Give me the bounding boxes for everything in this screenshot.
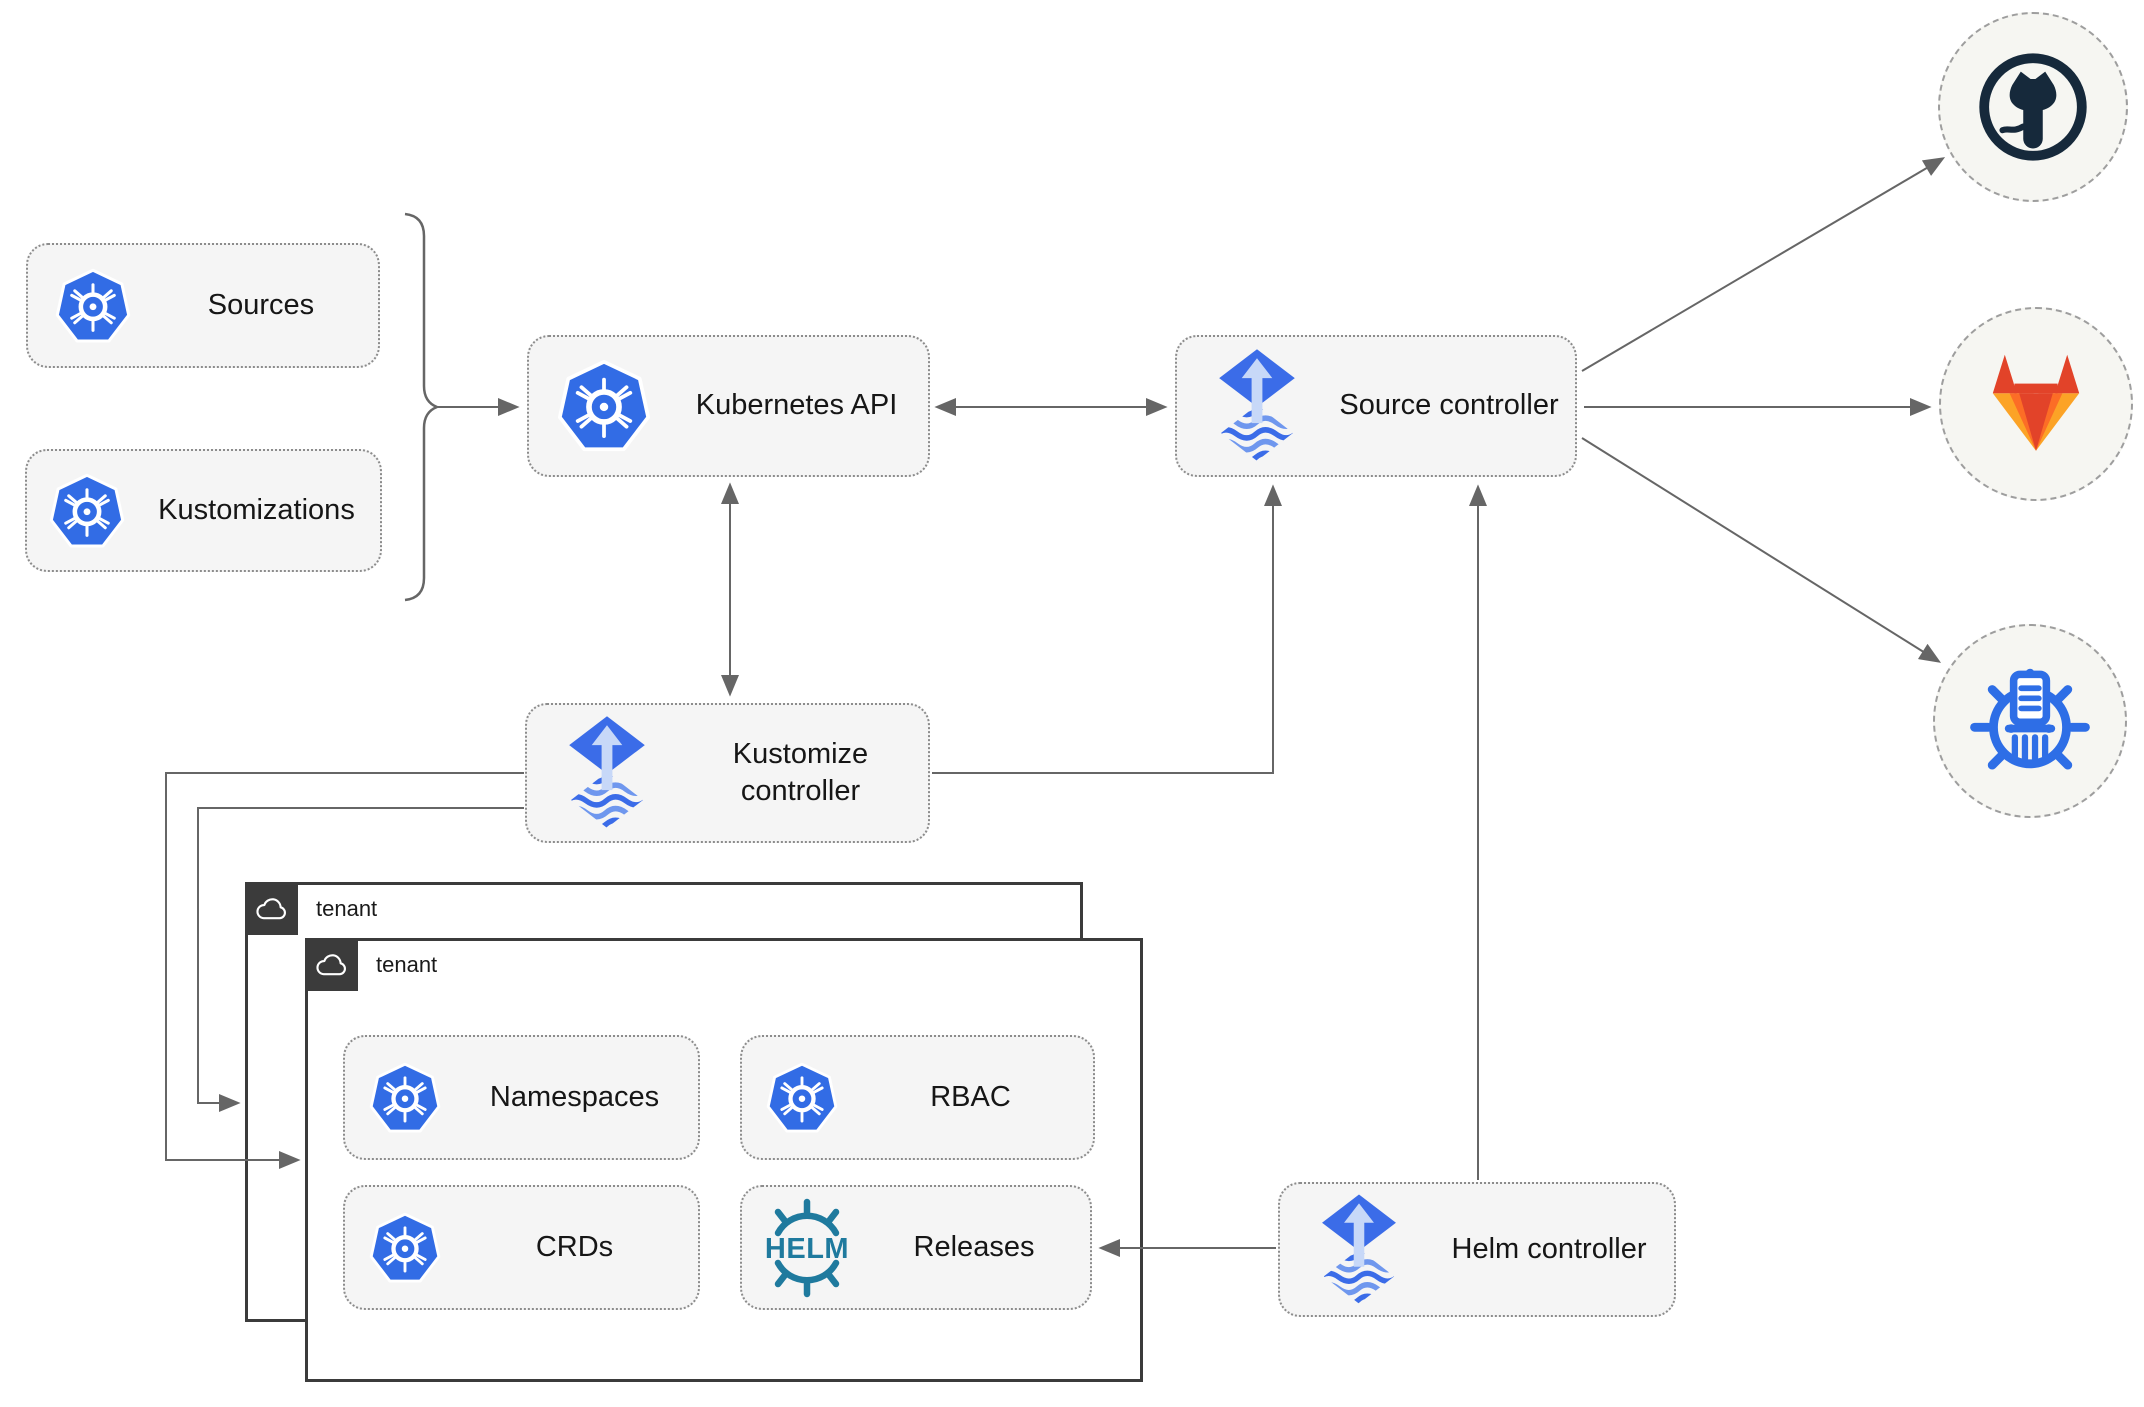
gitlab-circle	[1939, 307, 2133, 501]
github-circle	[1938, 12, 2128, 202]
brace-sources-group	[404, 212, 441, 602]
node-namespaces: Namespaces	[343, 1035, 700, 1160]
node-label: Source controller	[1339, 389, 1559, 422]
node-helm-controller: Helm controller	[1278, 1182, 1676, 1317]
node-kustomize-controller: Kustomize controller	[525, 703, 930, 843]
kubernetes-icon	[345, 1062, 465, 1134]
node-label: Releases	[913, 1230, 1035, 1263]
cloud-badge	[245, 882, 298, 935]
node-label: Kustomize controller	[732, 737, 869, 807]
node-label: Helm controller	[1451, 1232, 1647, 1265]
node-label: Sources	[207, 288, 315, 321]
flux-icon	[1177, 347, 1337, 465]
cloud-icon	[255, 897, 286, 919]
flux-icon	[1280, 1193, 1438, 1307]
node-rbac: RBAC	[740, 1035, 1095, 1160]
chart-repository-icon	[1970, 668, 2090, 770]
tenant-label: tenant	[316, 895, 378, 921]
kubernetes-icon	[742, 1062, 862, 1134]
helm-icon: HELM	[742, 1198, 872, 1298]
node-releases: HELM Releases	[740, 1185, 1092, 1310]
kubernetes-icon	[529, 359, 679, 453]
arrow-kustomize-to-source-controller	[932, 484, 1282, 774]
cloud-badge	[305, 938, 358, 991]
node-kubernetes-api: Kubernetes API	[527, 335, 930, 477]
helm-icon-wordmark: HELM	[765, 1233, 849, 1265]
node-crds: CRDs	[343, 1185, 700, 1310]
node-label: Namespaces	[489, 1080, 660, 1113]
kubernetes-icon	[27, 473, 147, 549]
node-label: CRDs	[535, 1230, 614, 1263]
arrow-source-to-chart-repository	[1581, 437, 1942, 663]
cloud-icon	[315, 953, 346, 975]
tenant-box-front: tenant	[305, 938, 1143, 1382]
tenant-label: tenant	[376, 951, 438, 977]
gitlab-icon	[1992, 354, 2080, 451]
chart-repository-circle	[1933, 624, 2127, 818]
github-icon	[1979, 53, 2087, 161]
flux-icon	[527, 714, 687, 832]
node-label: Kubernetes API	[695, 389, 898, 422]
arrow-source-to-github	[1581, 157, 1946, 372]
node-label: RBAC	[930, 1080, 1011, 1113]
kubernetes-icon	[345, 1212, 465, 1284]
kubernetes-icon	[28, 268, 158, 344]
node-label: Kustomizations	[158, 493, 355, 526]
node-kustomizations: Kustomizations	[25, 449, 382, 572]
node-sources: Sources	[26, 243, 380, 368]
node-source-controller: Source controller	[1175, 335, 1577, 477]
